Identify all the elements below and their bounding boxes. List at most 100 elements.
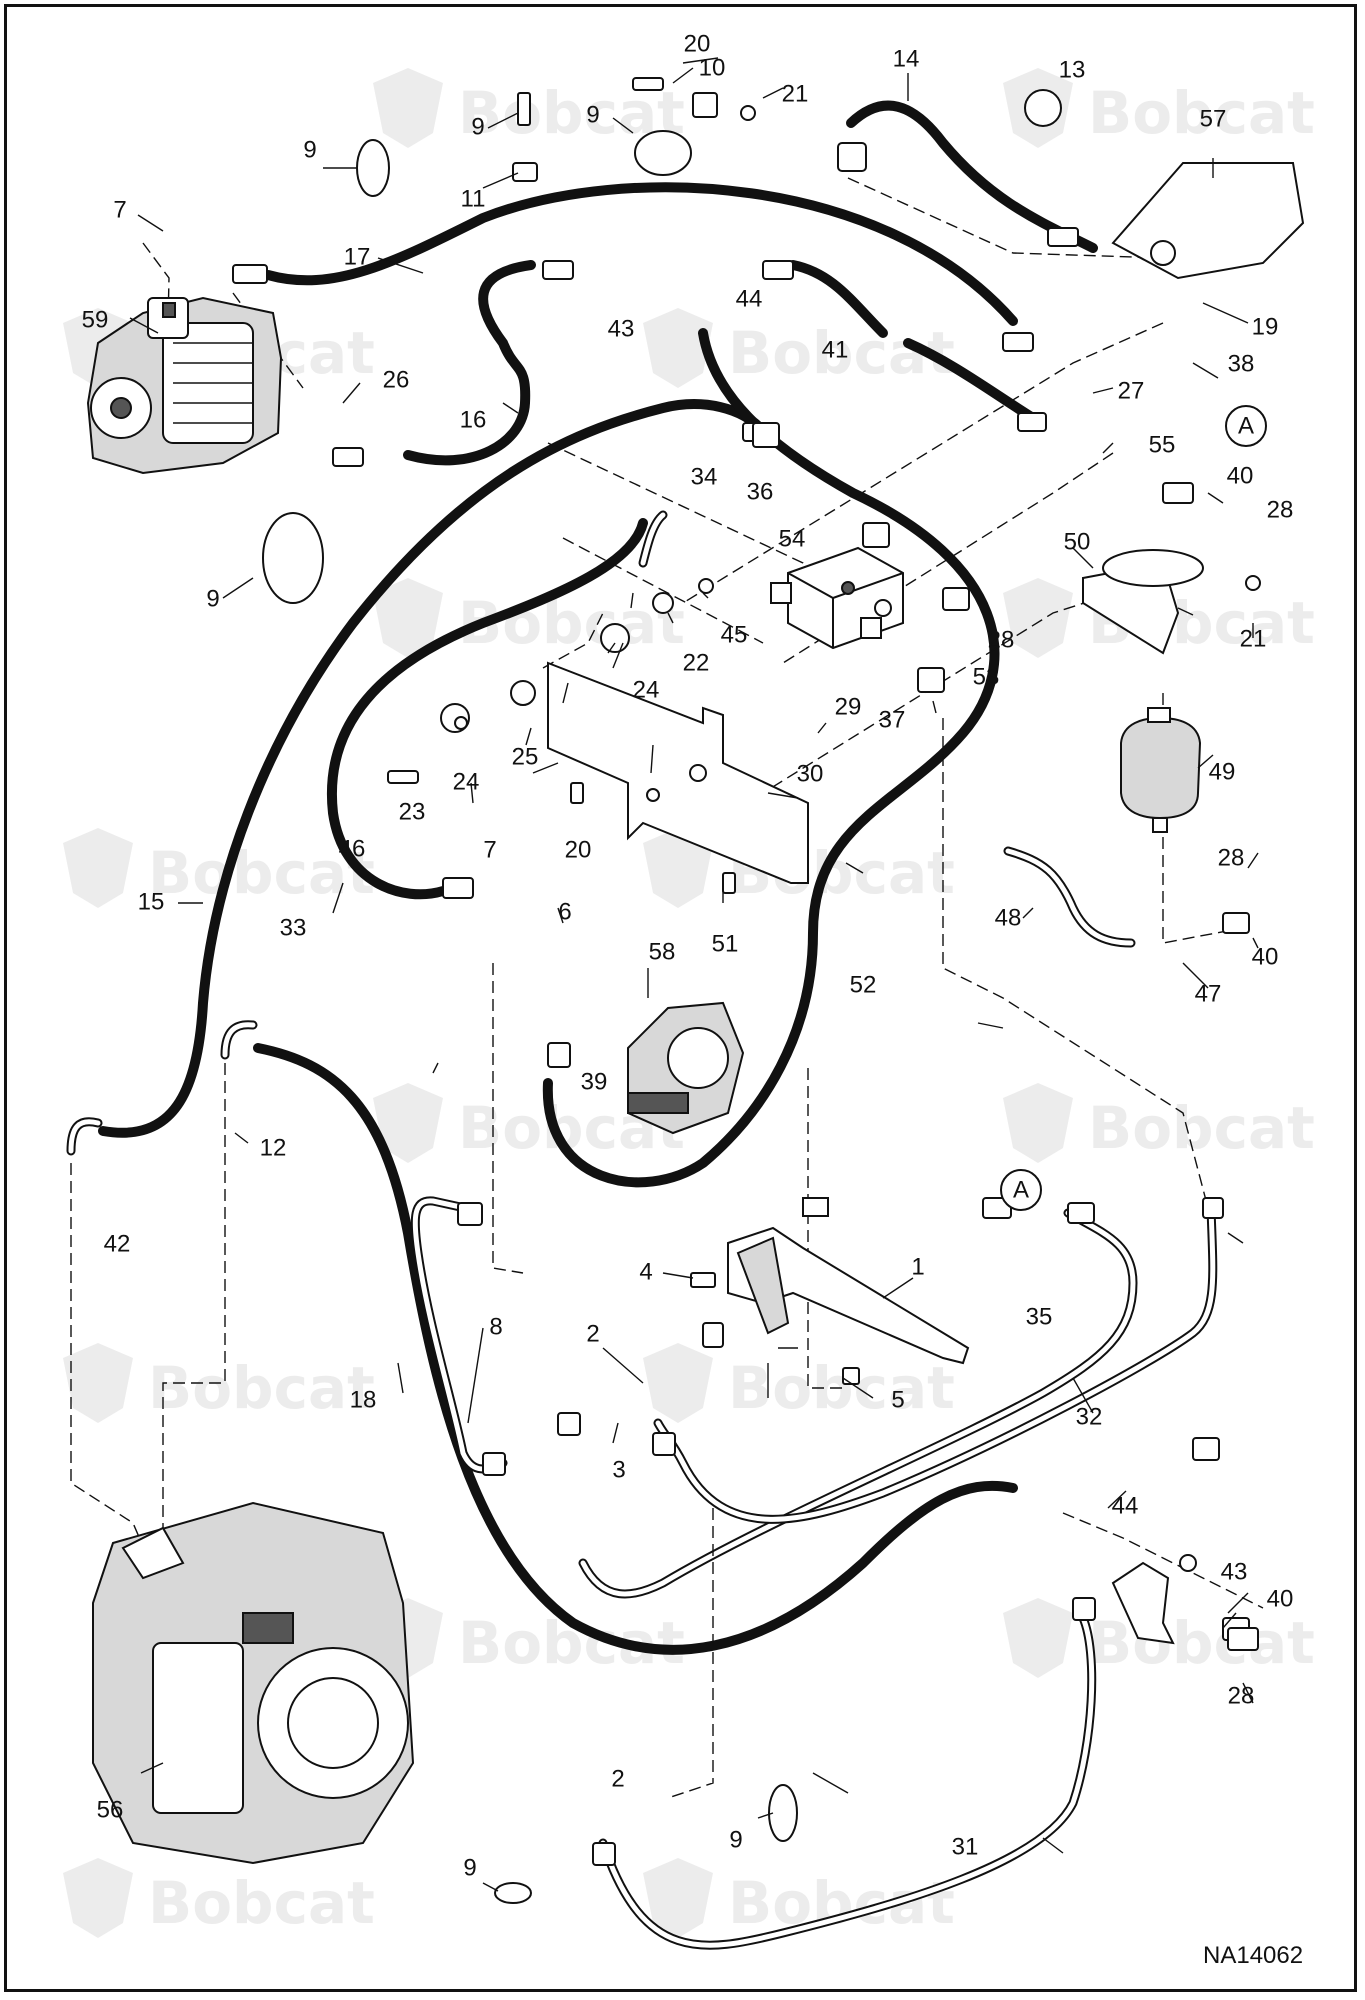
callout-14: 14 [893,45,920,72]
callout-34: 34 [691,463,718,490]
bobcat-logo-icon: Bobcat [373,578,685,658]
callout-13: 13 [1059,56,1086,83]
callout-20: 20 [684,30,711,57]
callout-43: 43 [608,315,635,342]
bobcat-logo-icon: Bobcat [63,1858,375,1938]
clamps-9 [262,130,798,1904]
callout-17: 17 [344,243,371,270]
callout-38: 38 [1228,350,1255,377]
watermark-text: Bobcat [1088,1094,1315,1162]
callout-2: 2 [586,1320,599,1347]
hose-14 [846,100,1098,253]
callout-40-c: 40 [1267,1585,1294,1612]
drawing-code: NA14062 [1203,1942,1303,1969]
callout-58: 58 [649,938,676,965]
motor-58 [627,1001,745,1135]
callout-23: 23 [399,798,426,825]
callout-9-d: 9 [206,585,219,612]
pump-56 [92,1501,415,1865]
accumulator-49 [1120,707,1202,833]
hose-18 [253,1043,1018,1655]
callout-37: 37 [879,706,906,733]
hose-33 [326,518,648,900]
callout-40: 40 [1252,943,1279,970]
bobcat-logo-icon: Bobcat [1003,1083,1315,1163]
callout-57: 57 [1200,105,1227,132]
bobcat-logo-icon: Bobcat [1003,68,1315,148]
bobcat-logo-icon: Bobcat [63,1343,375,1423]
callout-50: 50 [1064,528,1091,555]
bobcat-logo-icon: Bobcat [643,1858,955,1938]
tube-31 [598,1613,1097,1950]
callout-28-c: 28 [1218,844,1245,871]
callout-31: 31 [952,1833,979,1860]
watermark-text: Bobcat [148,1354,375,1422]
callout-45: 45 [721,621,748,648]
tube-8 [410,1196,508,1474]
callout-49: 49 [1209,758,1236,785]
tube-42 [66,1117,103,1156]
callout-59: 59 [82,306,109,333]
hose-15 [98,399,768,1138]
callout-9-e: 9 [729,1826,742,1853]
callout-22: 22 [683,649,710,676]
leader-lines [129,57,1259,1892]
callout-27: 27 [1118,377,1145,404]
hose-52 [542,328,1000,1188]
callout-16: 16 [460,406,487,433]
fittings [232,77,1261,1866]
callout-layer: 1 2 3 4 5 6 7 8 9 10 11 12 13 14 15 16 1… [82,30,1294,1881]
callout-15: 15 [138,888,165,915]
hose-17 [263,182,1018,326]
callout-32: 32 [1076,1403,1103,1430]
hose-16 [403,260,536,466]
tube-35 [578,1208,1138,1599]
callout-21: 21 [782,80,809,107]
bracket-44-lower [1111,1561,1175,1645]
tube-32 [653,1203,1218,1524]
callout-12: 12 [260,1134,287,1161]
watermark-text: Bobcat [1088,1609,1315,1677]
tube-48 [1003,846,1136,948]
callout-40-b: 40 [1227,462,1254,489]
pump-59 [86,296,283,475]
tube-12 [220,1020,258,1060]
callout-41: 41 [822,336,849,363]
connector-a-lower-label: A [1013,1176,1029,1203]
callout-55: 55 [1149,431,1176,458]
watermark-text: Bobcat [728,1869,955,1937]
callout-11: 11 [461,185,486,212]
callout-33: 33 [280,914,307,941]
callout-28: 28 [1267,496,1294,523]
bobcat-logo-icon: Bobcat [373,1598,685,1678]
callout-19: 19 [1252,313,1279,340]
callout-25: 25 [512,743,539,770]
bobcat-logo-icon: Bobcat [1003,1598,1315,1678]
connector-a-lower: A [1000,1169,1042,1211]
callout-21-b: 21 [1240,625,1267,652]
callout-28-d: 28 [1228,1682,1255,1709]
callout-53: 53 [973,663,1000,690]
callout-2-b: 2 [611,1765,624,1792]
callout-43-b: 43 [1221,1558,1248,1585]
callout-24-b: 24 [453,768,480,795]
hose-41 [788,260,1038,423]
callout-47: 47 [1195,980,1222,1007]
callout-52: 52 [850,971,877,998]
callout-42: 42 [104,1230,131,1257]
watermark-text: Bobcat [728,319,955,387]
callout-29: 29 [835,693,862,720]
callout-9-f: 9 [463,1854,476,1881]
callout-8: 8 [489,1313,502,1340]
callout-46: 46 [339,835,366,862]
callout-44: 44 [736,285,763,312]
callout-36: 36 [747,478,774,505]
watermark-text: Bobcat [1088,79,1315,147]
callout-28-b: 28 [988,626,1015,653]
callout-7-b: 7 [483,836,496,863]
bobcat-logo-icon: Bobcat [643,308,955,388]
callout-24: 24 [633,676,660,703]
connector-a-upper-label: A [1238,412,1254,439]
callout-39: 39 [581,1068,608,1095]
bracket-57 [1111,162,1305,280]
